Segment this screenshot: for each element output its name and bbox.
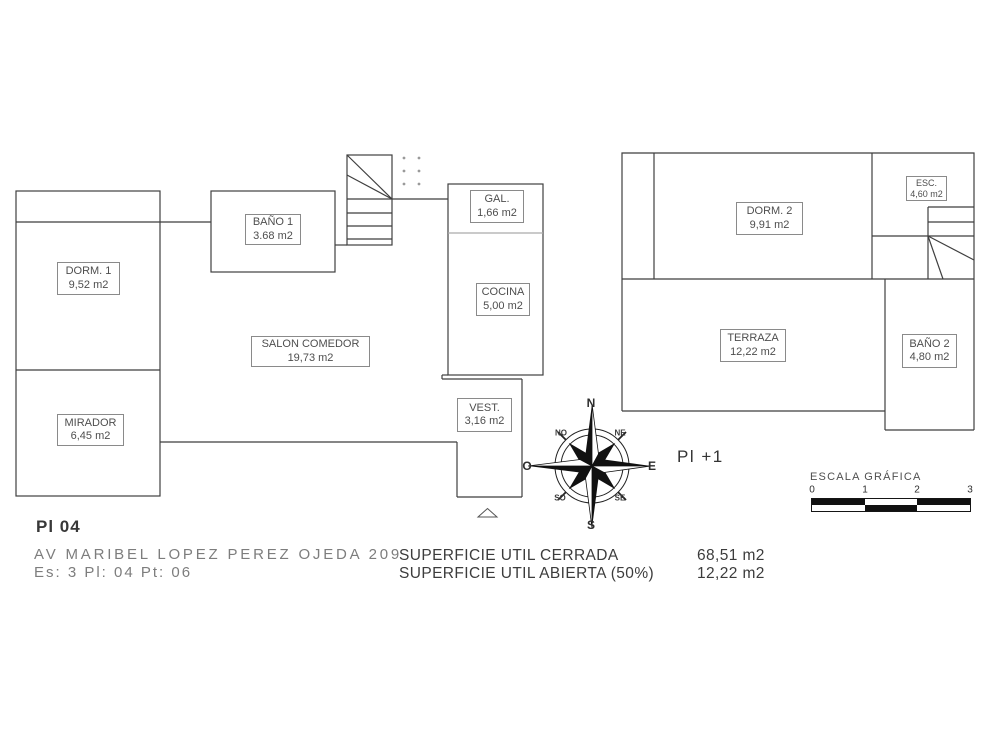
room-name: MIRADOR xyxy=(64,416,117,429)
scale-segment xyxy=(864,505,918,511)
upper-stair-break-line xyxy=(927,235,975,261)
room-name: BAÑO 2 xyxy=(909,337,950,350)
gal-cocina-block xyxy=(447,183,544,376)
room-label-gal: GAL. 1,66 m2 xyxy=(470,190,524,223)
room-area: 4,60 m2 xyxy=(910,188,943,199)
room-name: GAL. xyxy=(484,193,510,205)
scale-tick-2: 2 xyxy=(914,484,920,496)
scale-segment xyxy=(812,505,865,511)
scale-segment xyxy=(812,499,865,505)
room-area: 5,00 m2 xyxy=(483,299,523,312)
room-label-bano1: BAÑO 1 3.68 m2 xyxy=(245,214,301,245)
stair-continuation-dots xyxy=(402,156,421,186)
stairs-block xyxy=(346,154,393,246)
compass-west-label: O xyxy=(522,459,532,473)
stair-break-line xyxy=(346,154,393,200)
room-area: 1,66 m2 xyxy=(477,206,517,219)
room-area: 4,80 m2 xyxy=(909,351,950,363)
upper-floor-outline xyxy=(621,152,975,430)
open-surface-label: SUPERFICIE UTIL ABIERTA (50%) xyxy=(399,565,655,582)
scale-segment xyxy=(917,505,970,511)
compass-north-label: N xyxy=(586,396,596,410)
compass-northeast-label: NE xyxy=(614,428,626,438)
room-name: ESC. xyxy=(915,177,937,188)
compass-diagonal-ticks xyxy=(557,431,627,501)
compass-southeast-label: SE xyxy=(614,493,626,503)
room-label-mirador: MIRADOR 6,45 m2 xyxy=(57,414,124,446)
compass-cardinal-points xyxy=(527,403,652,529)
dorm1-mirador-block xyxy=(15,190,161,497)
room-label-cocina: COCINA 5,00 m2 xyxy=(476,283,530,316)
room-area: 3,16 m2 xyxy=(464,415,505,427)
room-label-salon: SALON COMEDOR 19,73 m2 xyxy=(251,336,370,367)
entrance-arrow xyxy=(476,507,499,518)
room-name: SALON COMEDOR xyxy=(261,338,360,350)
room-area: 6,45 m2 xyxy=(70,430,111,442)
scale-tick-0: 0 xyxy=(809,484,815,496)
room-label-esc: ESC. 4,60 m2 xyxy=(906,176,947,201)
compass-south-label: S xyxy=(586,518,596,532)
room-label-terraza: TERRAZA 12,22 m2 xyxy=(720,329,786,362)
address-text: AV MARIBEL LOPEZ PEREZ OJEDA 209 xyxy=(34,546,403,563)
scale-segment xyxy=(917,499,970,505)
room-name: VEST. xyxy=(469,401,500,414)
compass-rose xyxy=(527,403,652,529)
room-area: 3.68 m2 xyxy=(253,229,293,242)
open-surface-value: 12,22 m2 xyxy=(697,565,765,582)
closed-surface-label: SUPERFICIE UTIL CERRADA xyxy=(399,547,619,564)
room-label-dorm2: DORM. 2 9,91 m2 xyxy=(736,202,803,235)
room-label-dorm1: DORM. 1 9,52 m2 xyxy=(57,262,120,295)
room-area: 9,52 m2 xyxy=(68,278,109,291)
compass-diagonal-points xyxy=(568,442,616,490)
room-name: BAÑO 1 xyxy=(252,216,294,228)
scale-bar xyxy=(811,498,971,512)
bano1-block xyxy=(210,190,336,273)
scale-tick-3: 3 xyxy=(967,484,973,496)
plan-number-label: Pl 04 xyxy=(36,517,81,536)
closed-surface-value: 68,51 m2 xyxy=(697,547,765,564)
compass-southwest-label: SO xyxy=(554,493,566,503)
room-area: 12,22 m2 xyxy=(730,345,776,358)
scale-segment xyxy=(864,499,918,505)
room-name: DORM. 1 xyxy=(65,265,112,277)
room-name: DORM. 2 xyxy=(746,205,793,217)
compass-northwest-label: NO xyxy=(555,428,567,438)
room-name: COCINA xyxy=(481,286,525,298)
floor-label: Pl +1 xyxy=(677,447,724,466)
compass-east-label: E xyxy=(647,459,657,473)
unit-reference-text: Es: 3 Pl: 04 Pt: 06 xyxy=(34,564,193,581)
room-area: 19,73 m2 xyxy=(287,351,334,364)
room-area: 9,91 m2 xyxy=(749,218,790,231)
upper-floor-walls xyxy=(621,152,975,431)
room-label-vest: VEST. 3,16 m2 xyxy=(457,398,512,432)
scale-title: ESCALA GRÁFICA xyxy=(810,471,922,483)
scale-tick-1: 1 xyxy=(862,484,868,496)
room-label-bano2: BAÑO 2 4,80 m2 xyxy=(902,334,957,368)
room-name: TERRAZA xyxy=(727,332,779,344)
main-floor-walls xyxy=(15,154,544,518)
